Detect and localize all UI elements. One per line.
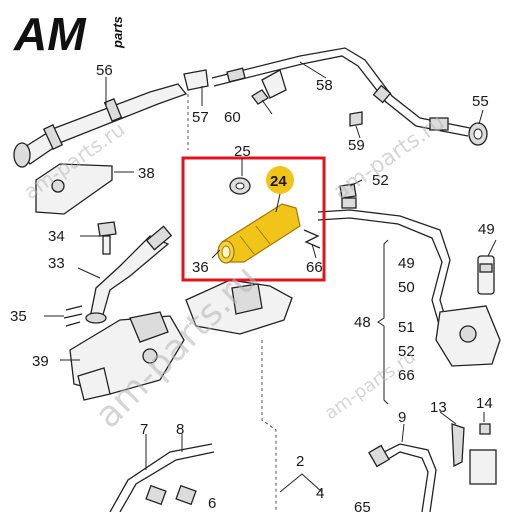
label-58: 58 bbox=[316, 77, 333, 94]
label-60: 60 bbox=[224, 109, 241, 126]
label-4: 4 bbox=[316, 485, 324, 502]
logo-letters: AM bbox=[13, 8, 87, 60]
label-34: 34 bbox=[48, 228, 65, 245]
clip-35 bbox=[63, 305, 83, 327]
clip-66 bbox=[303, 229, 321, 249]
label-52-list: 52 bbox=[398, 343, 415, 360]
label-38: 38 bbox=[138, 165, 155, 182]
label-35: 35 bbox=[10, 308, 27, 325]
part-labels: 56 57 60 58 55 59 38 25 24 52 34 33 36 6… bbox=[10, 62, 495, 512]
label-7: 7 bbox=[140, 421, 148, 438]
label-55: 55 bbox=[472, 93, 489, 110]
clamp-55 bbox=[468, 122, 488, 146]
sensor-13 bbox=[451, 423, 497, 485]
label-65: 65 bbox=[354, 499, 371, 512]
label-9: 9 bbox=[398, 409, 406, 426]
label-66-top: 66 bbox=[306, 259, 323, 276]
bolt-60 bbox=[251, 89, 273, 115]
bolt-59 bbox=[349, 111, 363, 139]
label-25: 25 bbox=[234, 143, 251, 160]
label-49-top: 49 bbox=[478, 221, 495, 238]
label-51: 51 bbox=[398, 319, 415, 336]
nut-25 bbox=[229, 177, 251, 195]
highlight-marker bbox=[266, 166, 294, 194]
label-52: 52 bbox=[372, 172, 389, 189]
label-36: 36 bbox=[192, 259, 209, 276]
label-48: 48 bbox=[354, 314, 371, 331]
label-39: 39 bbox=[32, 353, 49, 370]
label-59: 59 bbox=[348, 137, 365, 154]
label-33: 33 bbox=[48, 255, 65, 272]
hose-58 bbox=[211, 47, 471, 137]
label-49: 49 bbox=[398, 255, 415, 272]
am-parts-logo: AM parts bbox=[13, 8, 125, 60]
bolt-34 bbox=[97, 221, 117, 255]
pipe-66 bbox=[317, 183, 453, 343]
highlight-box bbox=[181, 156, 326, 282]
watermark-top-right: am-parts.ru bbox=[329, 110, 449, 205]
connector-24 bbox=[217, 203, 301, 264]
leader-lines bbox=[44, 61, 497, 493]
sensor-49 bbox=[477, 255, 495, 295]
bracket-48 bbox=[377, 239, 389, 405]
label-57: 57 bbox=[192, 109, 209, 126]
bolt-14 bbox=[479, 423, 491, 435]
hose-56 bbox=[13, 69, 209, 168]
housing-39 bbox=[69, 311, 185, 401]
label-66-list: 66 bbox=[398, 367, 415, 384]
logo-suffix: parts bbox=[110, 16, 125, 49]
label-6: 6 bbox=[208, 495, 216, 512]
label-13: 13 bbox=[430, 399, 447, 416]
pipe-9 bbox=[368, 443, 437, 512]
dashed-guides bbox=[187, 94, 277, 512]
label-56: 56 bbox=[96, 62, 113, 79]
pipe-33 bbox=[85, 225, 173, 324]
label-8: 8 bbox=[176, 421, 184, 438]
pipes-lower bbox=[109, 443, 215, 512]
label-24: 24 bbox=[270, 173, 287, 190]
label-50: 50 bbox=[398, 279, 415, 296]
label-14: 14 bbox=[476, 395, 493, 412]
module-51 bbox=[435, 305, 501, 367]
label-2: 2 bbox=[296, 453, 304, 470]
bracket-38 bbox=[35, 163, 113, 215]
